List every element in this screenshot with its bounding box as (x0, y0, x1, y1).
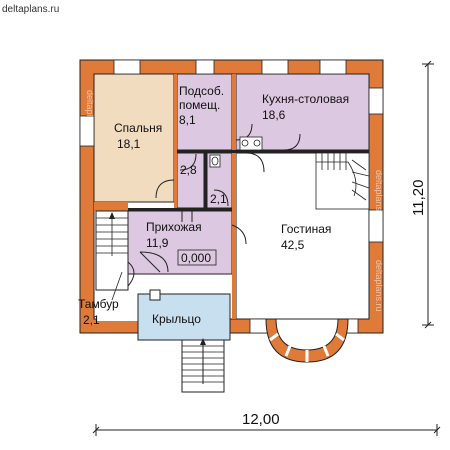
dimension-width (92, 424, 441, 436)
bedroom-area-label: 18,1 (117, 137, 141, 151)
level-mark-box (177, 249, 217, 266)
kitchen-name: Кухня-столовая (262, 92, 349, 106)
window-top-4 (319, 59, 347, 75)
utility-area-label: 8,1 (179, 113, 196, 127)
watermark: deltaplans.ru deltaplans.ru deltaplans.r… (85, 90, 384, 312)
vestibule (95, 210, 169, 291)
window-top-3 (261, 59, 289, 75)
window-right-2 (368, 209, 384, 243)
vestibule-name: Тамбур (78, 297, 119, 311)
doors (155, 123, 301, 245)
stairs-living (315, 152, 370, 210)
fixtures (209, 136, 263, 168)
living-area-label: 42,5 (281, 238, 305, 252)
window-left-1 (79, 115, 95, 147)
level-mark: 0,000 (181, 251, 211, 265)
svg-text:deltaplans.ru: deltaplans.ru (374, 170, 384, 222)
bath2-area-label: 2,1 (210, 192, 227, 206)
kitchen-area-label: 18,6 (262, 108, 286, 122)
utility-name-2: помещ. (179, 98, 220, 112)
bath1-area (176, 152, 205, 209)
dimension-depth (422, 60, 434, 329)
window-top-1 (113, 59, 141, 75)
hall-area-label: 11,9 (146, 236, 169, 250)
svg-text:deltaplans.ru: deltaplans.ru (85, 90, 95, 142)
room-labels: Спальня 18,1 Подсоб. помещ. 8,1 Кухня-ст… (78, 84, 349, 327)
bay-window (265, 318, 349, 363)
porch (137, 289, 231, 393)
interior-walls (94, 74, 369, 319)
vestibule-area-label: 2,1 (83, 313, 100, 327)
depth-label: 11,20 (410, 180, 427, 216)
svg-text:deltaplans.ru: deltaplans.ru (374, 260, 384, 312)
living-name: Гостиная (281, 222, 331, 236)
site-title: deltaplans.ru (2, 4, 59, 15)
bedroom-name: Спальня (114, 121, 162, 135)
window-top-2 (195, 59, 215, 75)
bath1-area-label: 2,8 (180, 163, 197, 177)
width-label: 12,00 (242, 411, 280, 428)
hall-name: Прихожая (146, 220, 202, 234)
utility-name-1: Подсоб. (179, 84, 224, 98)
bedroom-area (93, 73, 175, 203)
rooms (93, 73, 370, 320)
window-right-1 (368, 87, 384, 115)
porch-post (149, 289, 161, 301)
porch-area (137, 293, 231, 341)
porch-name: Крыльцо (152, 312, 201, 326)
